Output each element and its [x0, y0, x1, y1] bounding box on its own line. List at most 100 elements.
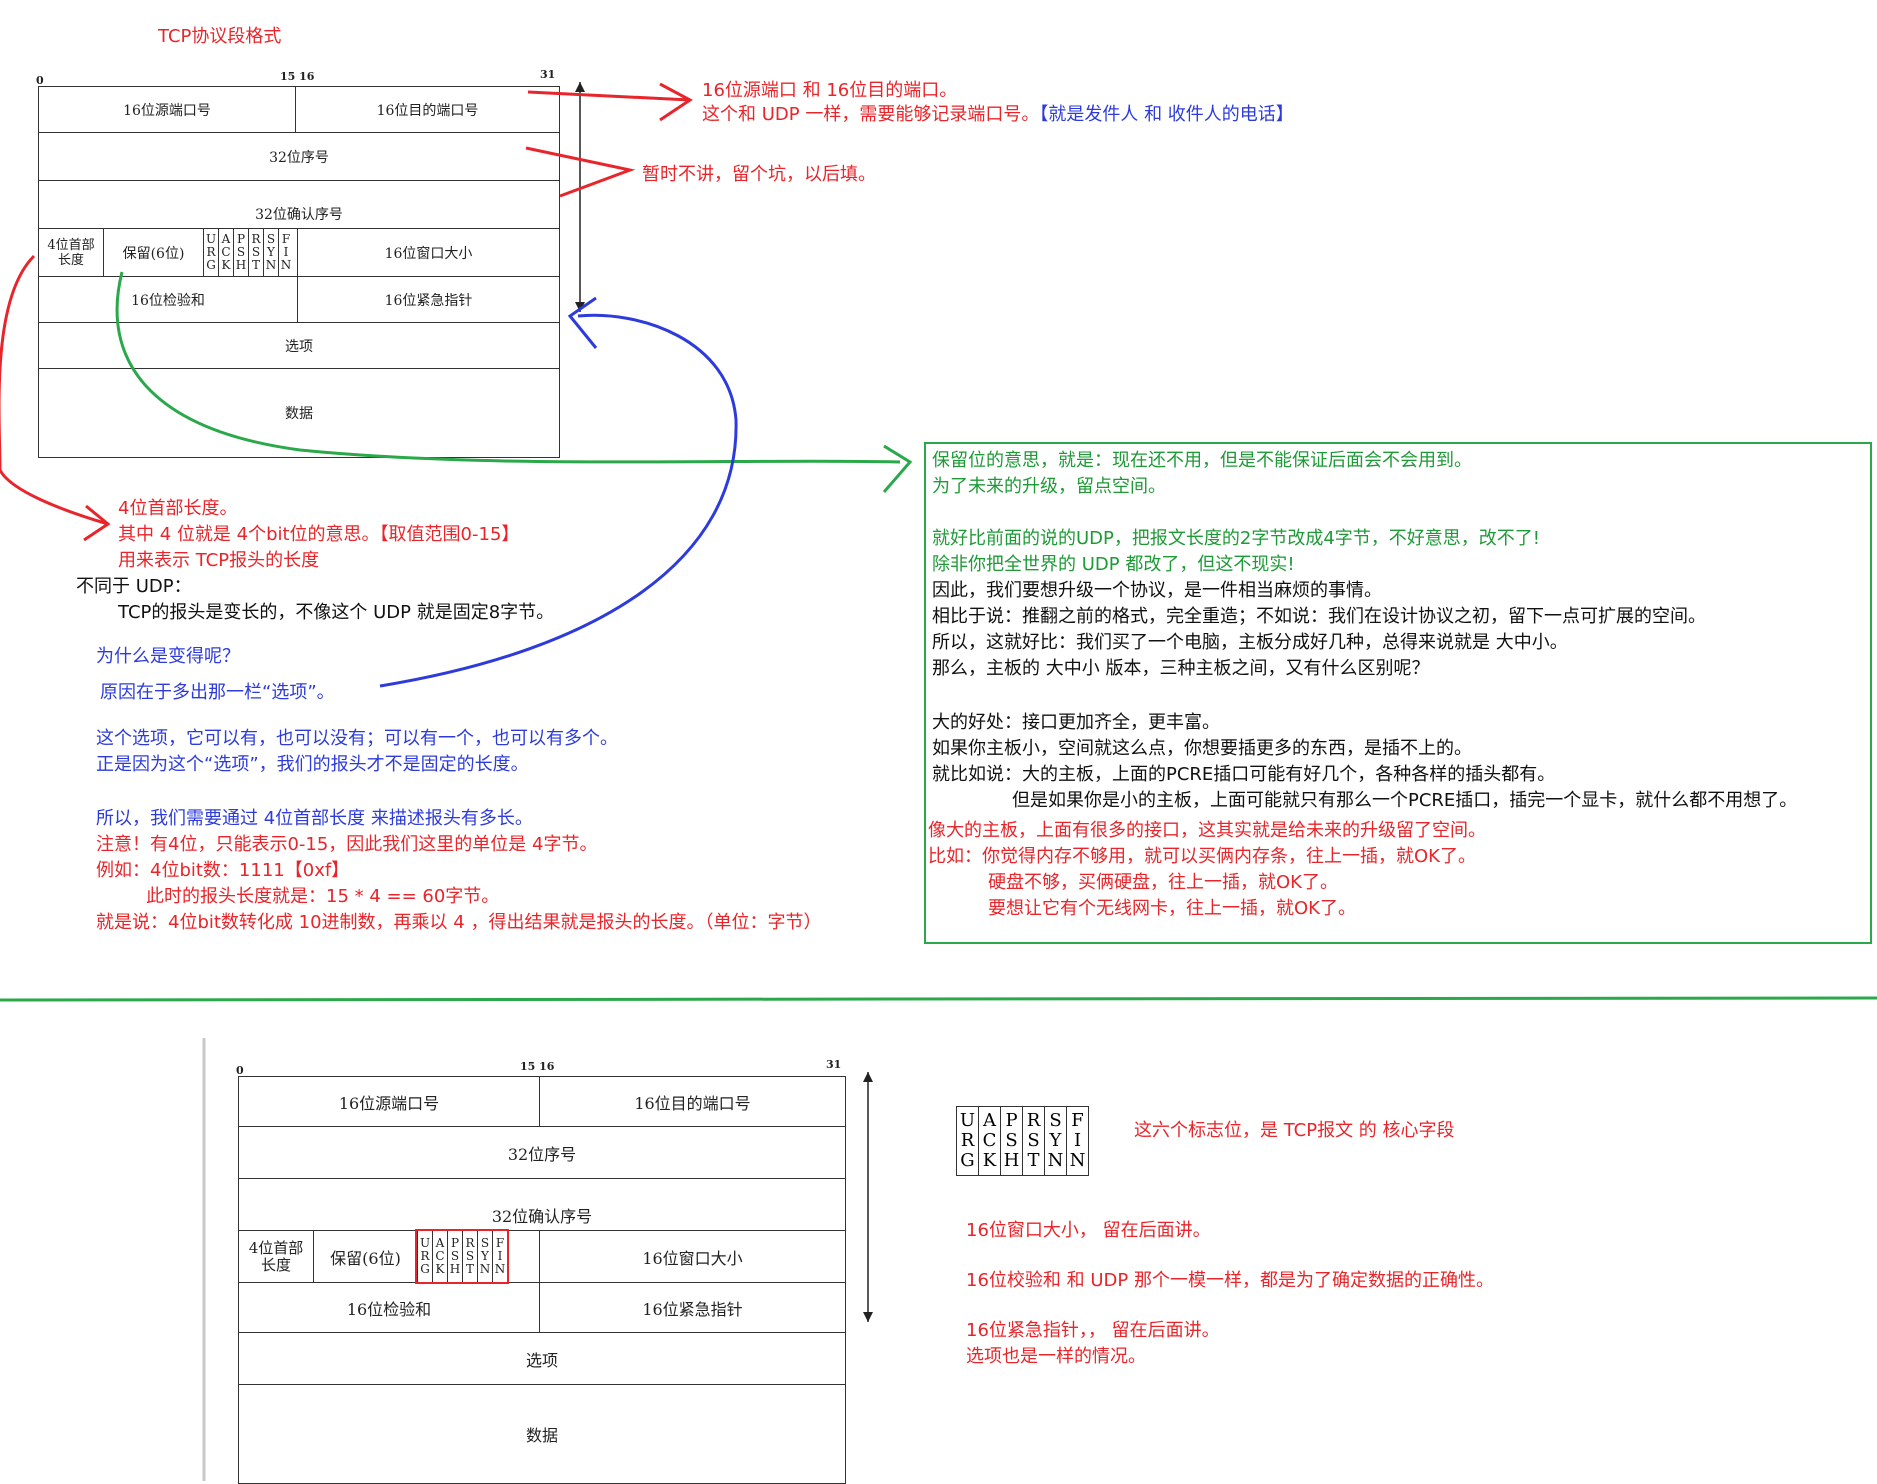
box-line-g1: 保留位的意思，就是：现在还不用，但是不能保证后面会不会用到。 — [932, 450, 1472, 471]
flag-letter: S — [251, 245, 261, 259]
green-arrow-reserved — [115, 271, 913, 493]
header-length-line1: 4位首部 — [248, 1238, 304, 1257]
field-seq: 32位序号 — [507, 1144, 577, 1164]
note-flags: 这六个标志位，是 TCP报文 的 核心字段 — [1134, 1120, 1455, 1141]
note-hl-line1: 4位首部长度。 — [118, 498, 238, 519]
box-line-k6: 如果你主板小，空间就这么点，你想要插更多的东西，是插不上的。 — [932, 738, 1472, 759]
field-reserved: 保留(6位) — [103, 229, 203, 276]
flag-letter: S — [236, 245, 246, 259]
box-line-k4: 那么，主板的 大中小 版本，三种主板之间，又有什么区别呢？ — [932, 658, 1430, 679]
note-why-line2: 原因在于多出那一栏“选项”。 — [100, 682, 335, 703]
flag-letter: T — [465, 1262, 474, 1276]
field-checksum: 16位检验和 — [131, 292, 205, 309]
box-line-r1: 像大的主板，上面有很多的接口，这其实就是给未来的升级留了空间。 — [928, 820, 1486, 841]
row-ack: 32位确认序号 — [39, 181, 559, 229]
page-title: TCP协议段格式 — [158, 26, 282, 47]
flag-letter: C — [982, 1130, 997, 1151]
field-header-length: 4位首部 长度 — [39, 229, 103, 276]
flag-letter: S — [480, 1236, 490, 1250]
bit-label-15-16: 15 16 — [280, 70, 315, 83]
box-line-g2: 为了未来的升级，留点空间。 — [932, 476, 1166, 497]
flag-letter: K — [221, 258, 231, 272]
row-data: 数据 — [39, 369, 559, 457]
note-ports-line1: 16位源端口 和 16位目的端口。 — [702, 80, 958, 101]
row-options: 选项 — [239, 1333, 845, 1385]
field-data: 数据 — [525, 1426, 558, 1445]
field-src-port: 16位源端口号 — [338, 1093, 440, 1113]
note-ports-line2-red: 这个和 UDP 一样，需要能够记录端口号。 — [702, 104, 1040, 125]
flag-letter: I — [1073, 1130, 1082, 1151]
flag-letter: U — [205, 232, 217, 246]
header-length-line2: 长度 — [260, 1255, 291, 1274]
note-seq-ack: 暂时不讲，留个坑，以后填。 — [642, 164, 876, 185]
field-dst-port: 16位目的端口号 — [539, 1077, 845, 1126]
flag-letter: U — [419, 1236, 431, 1250]
flag-letter: N — [280, 258, 292, 272]
field-ack: 32位确认序号 — [491, 1206, 593, 1226]
flag-letter: N — [1069, 1150, 1086, 1171]
flag-letter: G — [206, 258, 216, 272]
note-window: 16位窗口大小， 留在后面讲。 — [966, 1220, 1211, 1241]
field-options: 选项 — [285, 338, 313, 355]
note-ports-line2: 这个和 UDP 一样，需要能够记录端口号。【就是发件人 和 收件人的电话】 — [702, 102, 1294, 128]
row-data: 数据 — [239, 1385, 845, 1483]
field-options: 选项 — [525, 1350, 558, 1370]
note-calc-line1: 所以，我们需要通过 4位首部长度 来描述报头有多长。 — [96, 808, 533, 829]
field-src-port: 16位源端口号 — [123, 102, 211, 119]
flag-letter: Y — [267, 245, 275, 259]
note-udp-line2: TCP的报头是变长的，不像这个 UDP 就是固定8字节。 — [118, 602, 555, 623]
bit-label-31: 31 — [540, 68, 556, 81]
row-ports: 16位源端口号 16位目的端口号 — [239, 1077, 845, 1127]
bit-label-0: 0 — [36, 74, 44, 87]
field-ack: 32位确认序号 — [255, 206, 343, 223]
flag-letter: S — [1027, 1130, 1040, 1151]
note-checksum: 16位校验和 和 UDP 那个一模一样，都是为了确定数据的正确性。 — [966, 1270, 1494, 1291]
flag-letter: S — [450, 1249, 460, 1263]
bit-label-15-16-bottom: 15 16 — [520, 1060, 555, 1073]
flag-letter: N — [479, 1262, 491, 1276]
note-calc-line5: 就是说：4位bit数转化成 10进制数，再乘以 4 ，得出结果就是报头的长度。（… — [96, 912, 822, 933]
flag-letter: U — [959, 1110, 976, 1131]
box-line-r3: 硬盘不够，买俩硬盘，往上一插，就OK了。 — [988, 872, 1338, 893]
flag-letter: R — [1026, 1110, 1041, 1131]
flag-letter: R — [206, 245, 216, 259]
flag-letter: T — [1027, 1150, 1040, 1171]
flag-letter: C — [435, 1249, 445, 1263]
flag-letter: G — [420, 1262, 430, 1276]
note-opt-line2: 正是因为这个“选项”，我们的报头才不是固定的长度。 — [96, 754, 529, 775]
flag-letter: S — [1049, 1110, 1062, 1131]
arrowhead-up-icon — [575, 82, 585, 92]
flag-letter: F — [281, 232, 291, 246]
flag-letter: R — [465, 1236, 475, 1250]
flag-letter: F — [495, 1236, 505, 1250]
row-ports: 16位源端口号 16位目的端口号 — [39, 87, 559, 133]
row-checksum: 16位检验和 16位紧急指针 — [239, 1283, 845, 1333]
header-length-line1: 4位首部 — [47, 237, 95, 253]
field-window: 16位窗口大小 — [297, 229, 559, 276]
field-dst-port: 16位目的端口号 — [295, 87, 559, 132]
box-line-r2: 比如：你觉得内存不够用，就可以买俩内存条，往上一插，就OK了。 — [928, 846, 1476, 867]
note-hl-line3: 用来表示 TCP报头的长度 — [118, 550, 320, 571]
flag-letter: P — [1005, 1110, 1018, 1131]
note-calc-line3: 例如：4位bit数：1111【0xf】 — [96, 860, 350, 881]
arrowhead-down-icon — [863, 1312, 873, 1322]
flag-letter: R — [420, 1249, 430, 1263]
field-header-length: 4位首部 长度 — [239, 1231, 313, 1282]
note-why-line1: 为什么是变得呢？ — [96, 646, 240, 667]
field-reserved: 保留(6位) — [313, 1231, 417, 1282]
flag-letter: F — [1071, 1110, 1084, 1131]
tcp-header-diagram-bottom: 16位源端口号 16位目的端口号 32位序号 32位确认序号 4位首部 长度 保… — [238, 1076, 846, 1484]
flag-letter: H — [1003, 1150, 1020, 1171]
